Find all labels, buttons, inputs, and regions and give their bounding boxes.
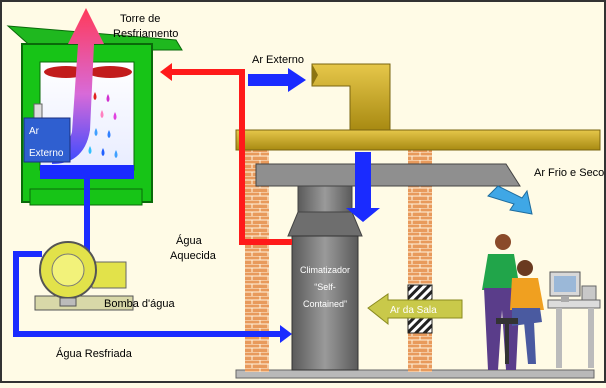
climatizador-label-3: Contained”	[303, 299, 347, 309]
agua-resfriada-label: Água Resfriada	[56, 347, 133, 360]
office-workers-illustration	[482, 234, 601, 370]
torre-label-2: Resfriamento	[113, 28, 178, 40]
fan-blade-right	[88, 66, 132, 78]
agua-aquecida-label-2: Aquecida	[170, 250, 217, 262]
cold-water-pipe	[13, 251, 282, 337]
ar-externo-label: Ar Externo	[252, 54, 304, 66]
agua-aquecida-label-1: Água	[176, 234, 203, 247]
supply-air-arrow-down	[346, 152, 380, 222]
self-contained-unit	[291, 235, 359, 371]
brick-column-right	[408, 150, 432, 372]
hot-water-pipe	[170, 69, 292, 245]
torre-label-1: Torre de	[120, 13, 160, 25]
climatizador-label-2: “Self-	[314, 282, 336, 292]
ar-box-label-1: Ar	[29, 126, 40, 137]
air-plume-arrow	[52, 8, 104, 164]
ar-box-label-2: Externo	[29, 148, 64, 159]
climatizador-label-1: Climatizador	[300, 265, 350, 275]
ceiling-duct	[235, 129, 601, 151]
cool-air-arrow	[487, 185, 533, 215]
ar-da-sala-label: Ar da Sala	[390, 305, 437, 316]
water-pump	[34, 241, 134, 311]
supply-duct	[255, 163, 521, 187]
ar-externo-box	[23, 117, 71, 163]
ar-frio-seco-label: Ar Frio e Seco	[534, 167, 604, 179]
outside-air-arrow	[248, 68, 306, 92]
bomba-label: Bomba d'água	[104, 298, 175, 310]
cold-water-basin	[40, 165, 134, 179]
room-air-arrow	[367, 293, 463, 326]
outside-air-duct	[311, 63, 391, 131]
